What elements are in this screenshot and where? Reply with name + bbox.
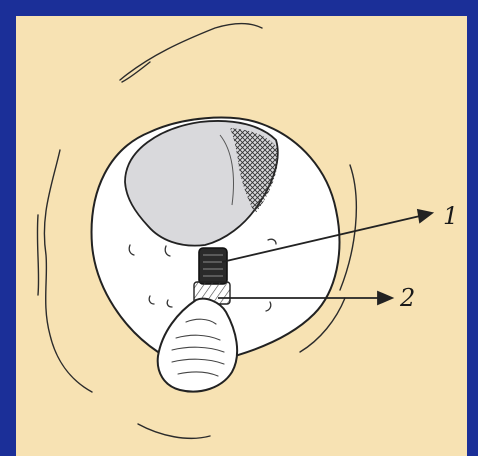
callout-label-2: 2 [399,284,415,312]
callout-label-1: 1 [443,202,458,230]
connector-structure [194,248,230,304]
